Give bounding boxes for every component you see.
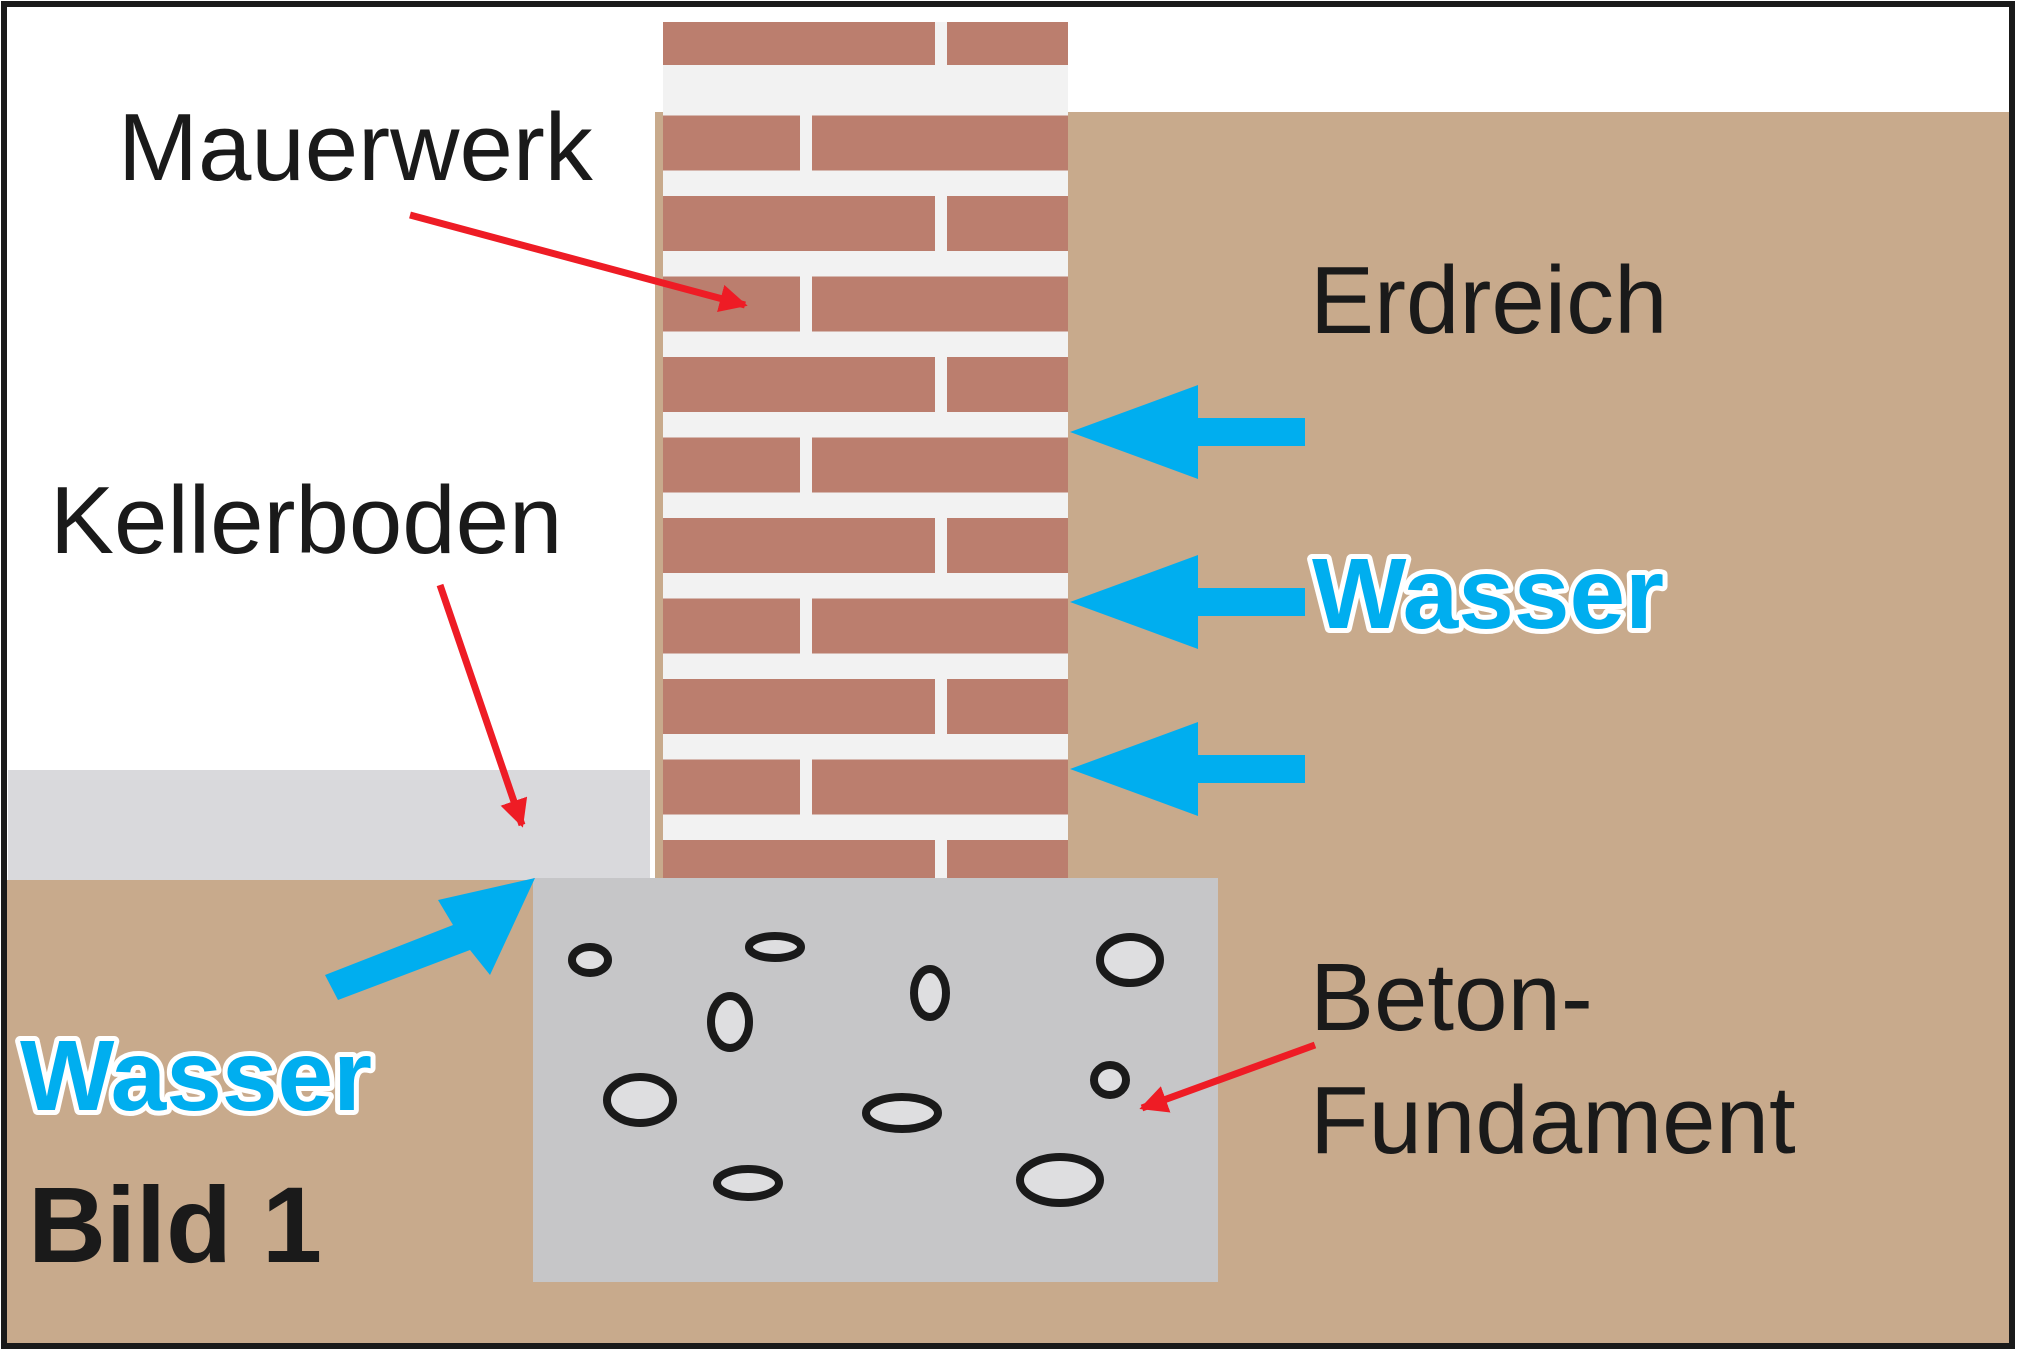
cellar-floor-slab [8, 770, 650, 880]
blue-arrow-icon [1070, 385, 1305, 479]
brick [663, 518, 935, 573]
pebble-icon [707, 992, 753, 1052]
brick [812, 115, 1068, 171]
brick [663, 759, 800, 815]
red-arrow-icon [436, 583, 528, 828]
pebble-icon [1090, 1061, 1130, 1099]
brick [947, 357, 1068, 412]
label-soil: Erdreich [1310, 247, 1667, 354]
brick [947, 518, 1068, 573]
brick [663, 196, 935, 251]
brick [663, 357, 935, 412]
blue-arrow-icon [325, 878, 535, 1000]
brick [812, 437, 1068, 493]
label-water-right: Wasser [1312, 538, 1664, 650]
pebble-icon [745, 932, 805, 962]
pebble-icon [568, 943, 612, 977]
pebble-icon [713, 1165, 783, 1201]
brick [947, 196, 1068, 251]
label-figure: Bild 1 [28, 1164, 322, 1285]
brick [947, 22, 1068, 65]
blue-arrow-icon [1070, 722, 1305, 816]
label-masonry: Mauerwerk [118, 94, 594, 201]
brick [812, 276, 1068, 332]
label-water-left: Wasser [20, 1020, 372, 1132]
brick [663, 598, 800, 654]
pebble-icon [910, 965, 950, 1021]
red-arrow-icon [409, 211, 748, 312]
brick [947, 679, 1068, 734]
pebble-icon [1096, 933, 1164, 987]
pebble-icon [862, 1093, 942, 1133]
brick [812, 759, 1068, 815]
label-concrete-line1: Beton- [1310, 944, 1593, 1051]
brick [663, 22, 935, 65]
brick-wall [663, 22, 1068, 895]
brick [663, 437, 800, 493]
brick [663, 679, 935, 734]
pebble-icon [1016, 1153, 1104, 1207]
soil-strip [655, 112, 663, 880]
brick [812, 598, 1068, 654]
pebble-icon [603, 1073, 677, 1127]
blue-arrow-icon [1070, 555, 1305, 649]
red-arrow-icon [1139, 1041, 1317, 1113]
label-cellar-floor: Kellerboden [50, 467, 562, 574]
label-concrete-line2: Fundament [1310, 1067, 1796, 1174]
pebble-group [568, 932, 1164, 1207]
brick [663, 115, 800, 171]
